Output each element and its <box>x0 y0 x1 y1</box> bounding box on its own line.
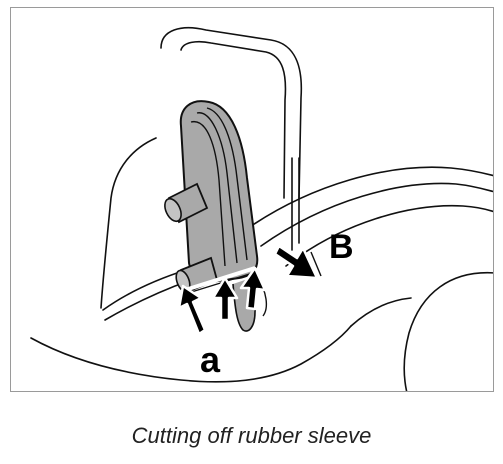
arrow-b-tick <box>310 251 322 277</box>
technical-illustration <box>30 26 493 391</box>
upper-stub-end <box>164 197 182 223</box>
arrow-up-middle <box>211 276 239 322</box>
body-line-upper-2 <box>260 182 493 247</box>
arrow-up-right <box>239 266 267 311</box>
figure-caption: Cutting off rubber sleeve <box>131 423 372 448</box>
floor-right-line <box>350 297 412 327</box>
illustration-frame: B a <box>10 7 494 392</box>
floor-curve <box>30 325 352 383</box>
callout-label-a: a <box>200 339 221 380</box>
callout-label-b: B <box>329 228 354 266</box>
sleeve-rib-3 <box>206 107 248 261</box>
body-line-upper <box>240 166 493 234</box>
cut-line-edge <box>184 271 257 295</box>
housing-inner-line <box>180 40 287 199</box>
arrow-b <box>273 244 319 280</box>
right-wall-curve <box>403 271 493 391</box>
body-line-lower <box>285 204 493 267</box>
left-flange-outline <box>100 137 157 309</box>
arrows <box>177 244 322 336</box>
rubber-sleeve <box>164 100 268 332</box>
cut-line <box>184 266 256 292</box>
sleeve-rib-1 <box>196 112 238 264</box>
housing-outline <box>160 26 303 199</box>
sleeve-rib-2 <box>190 121 226 267</box>
lower-body-line <box>102 269 187 311</box>
arrow-a <box>177 284 207 336</box>
